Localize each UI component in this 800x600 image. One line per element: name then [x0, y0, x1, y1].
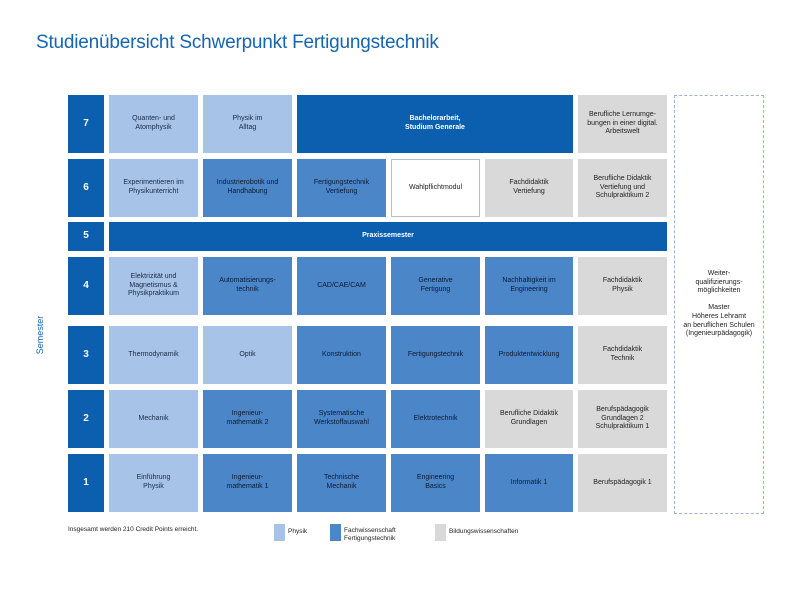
legend-label-fachwissenschaft: Fachwissenschaft Fertigungstechnik — [344, 527, 396, 542]
legend-swatch-physik — [274, 524, 285, 541]
module-technische-mechanik: Technische Mechanik — [297, 454, 386, 512]
legend-label-bildungswissenschaften: Bildungswissenschaften — [449, 528, 519, 535]
module-engineering-basics: Engineering Basics — [391, 454, 480, 512]
semester-number-4: 4 — [68, 257, 104, 315]
module-fachdidaktik-technik: Fachdidaktik Technik — [578, 326, 667, 384]
module-bachelorarbeit: Bachelorarbeit, Studium Generale — [297, 95, 573, 153]
module-experimentieren-physikunterricht: Experimentieren im Physikunterricht — [109, 159, 198, 217]
semester-number-2: 2 — [68, 390, 104, 448]
page-title: Studienübersicht Schwerpunkt Fertigungst… — [36, 32, 439, 53]
module-fertigungstechnik-vertiefung: Fertigungstechnik Vertiefung — [297, 159, 386, 217]
module-generative-fertigung: Generative Fertigung — [391, 257, 480, 315]
module-berufspaedagogik-grundlagen-2: Berufspädagogik Grundlagen 2 Schulprakti… — [578, 390, 667, 448]
module-optik: Optik — [203, 326, 292, 384]
module-industrierobotik: Industrierobotik und Handhabung — [203, 159, 292, 217]
semester-axis-label: Semester — [35, 315, 45, 355]
module-thermodynamik: Thermodynamik — [109, 326, 198, 384]
semester-number-1: 1 — [68, 454, 104, 512]
module-konstruktion: Konstruktion — [297, 326, 386, 384]
module-fachdidaktik-physik: Fachdidaktik Physik — [578, 257, 667, 315]
module-berufliche-didaktik-grundlagen: Berufliche Didaktik Grundlagen — [485, 390, 573, 448]
further-qualification-box: Weiter- qualifizierungs- möglichkeiten M… — [674, 95, 764, 514]
semester-number-7: 7 — [68, 95, 104, 153]
semester-number-3: 3 — [68, 326, 104, 384]
module-elektrotechnik: Elektrotechnik — [391, 390, 480, 448]
credit-points-note: Insgesamt werden 210 Credit Points errei… — [68, 526, 199, 533]
legend-label-physik: Physik — [288, 528, 308, 535]
legend-swatch-bildungswissenschaften — [435, 524, 446, 541]
module-physik-im-alltag: Physik im Alltag — [203, 95, 292, 153]
module-cad-cae-cam: CAD/CAE/CAM — [297, 257, 386, 315]
module-systematische-werkstoffauswahl: Systematische Werkstoffauswahl — [297, 390, 386, 448]
module-elektrizitaet-magnetismus: Elektrizität und Magnetismus & Physikpra… — [109, 257, 198, 315]
module-fertigungstechnik: Fertigungstechnik — [391, 326, 480, 384]
further-qualification-master: Master Höheres Lehramt an beruflichen Sc… — [683, 304, 755, 338]
module-berufliche-didaktik-vertiefung: Berufliche Didaktik Vertiefung und Schul… — [578, 159, 667, 217]
module-automatisierungstechnik: Automatisierungs- technik — [203, 257, 292, 315]
module-ingenieurmathematik-1: Ingenieur- mathematik 1 — [203, 454, 292, 512]
module-nachhaltigkeit-engineering: Nachhaltigkeit im Engineering — [485, 257, 573, 315]
legend-swatch-fachwissenschaft — [330, 524, 341, 541]
module-quanten-atomphysik: Quanten- und Atomphysik — [109, 95, 198, 153]
module-mechanik: Mechanik — [109, 390, 198, 448]
further-qualification-heading: Weiter- qualifizierungs- möglichkeiten — [695, 269, 743, 295]
semester-number-6: 6 — [68, 159, 104, 217]
module-informatik-1: Informatik 1 — [485, 454, 573, 512]
module-berufspaedagogik-1: Berufspädagogik 1 — [578, 454, 667, 512]
module-produktentwicklung: Produktentwicklung — [485, 326, 573, 384]
module-ingenieurmathematik-2: Ingenieur- mathematik 2 — [203, 390, 292, 448]
module-einfuehrung-physik: Einführung Physik — [109, 454, 198, 512]
module-praxissemester: Praxissemester — [109, 222, 667, 251]
module-wahlpflichtmodul: Wahlpflichtmodul — [391, 159, 480, 217]
module-berufliche-lernumgebungen: Berufliche Lernumge- bungen in einer dig… — [578, 95, 667, 153]
semester-number-5: 5 — [68, 222, 104, 251]
module-fachdidaktik-vertiefung: Fachdidaktik Vertiefung — [485, 159, 573, 217]
